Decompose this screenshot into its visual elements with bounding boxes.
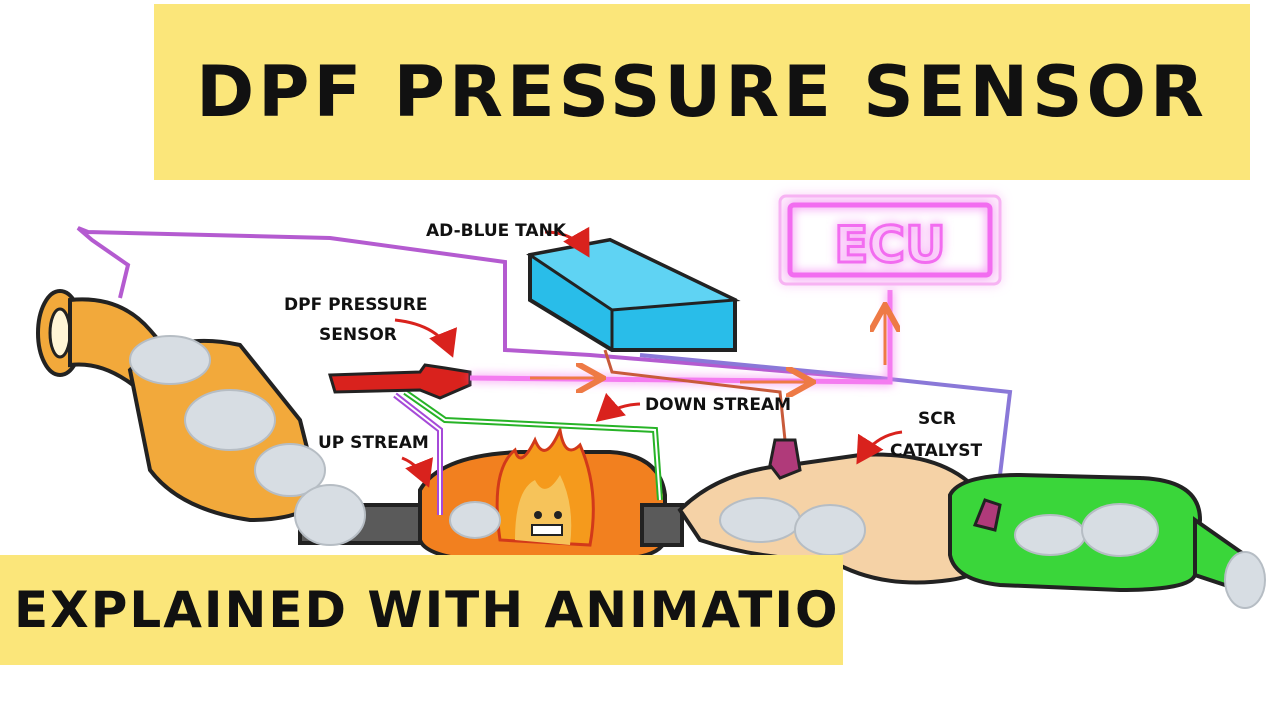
downstream-tube-inner — [404, 391, 661, 501]
adblue-tank — [526, 237, 741, 352]
subtitle-banner: EXPLAINED WITH ANIMATION — [0, 555, 843, 665]
label-scr-line2: CATALYST — [890, 441, 982, 461]
arrow-icon — [595, 392, 641, 422]
adblue-feed-line — [603, 349, 787, 441]
arrow-icon — [544, 226, 590, 258]
label-adblue-tank: AD-BLUE TANK — [426, 221, 567, 241]
flame-icon — [495, 424, 595, 547]
label-scr-line1: SCR — [918, 409, 956, 429]
ecu-box: ECU — [778, 194, 1002, 286]
title-text: DPF PRESSURE SENSOR — [196, 51, 1208, 133]
upstream-tube-inner — [394, 394, 441, 515]
title-banner: DPF PRESSURE SENSOR — [154, 4, 1250, 180]
dpf-pressure-sensor — [328, 363, 472, 400]
label-up-stream: UP STREAM — [318, 433, 429, 453]
arrow-icon — [394, 318, 457, 358]
arrow-icon — [856, 430, 903, 465]
adblue-injector — [768, 438, 802, 480]
smoke-icon — [129, 335, 1266, 609]
label-dpf-sensor-line2: SENSOR — [319, 325, 397, 345]
upstream-pressure-line — [76, 226, 891, 382]
ecu-label: ECU — [834, 216, 945, 274]
label-down-stream: DOWN STREAM — [645, 395, 791, 415]
label-dpf-sensor-line1: DPF PRESSURE — [284, 295, 428, 315]
subtitle-text: EXPLAINED WITH ANIMATION — [14, 581, 843, 639]
arrow-icon — [401, 456, 434, 488]
